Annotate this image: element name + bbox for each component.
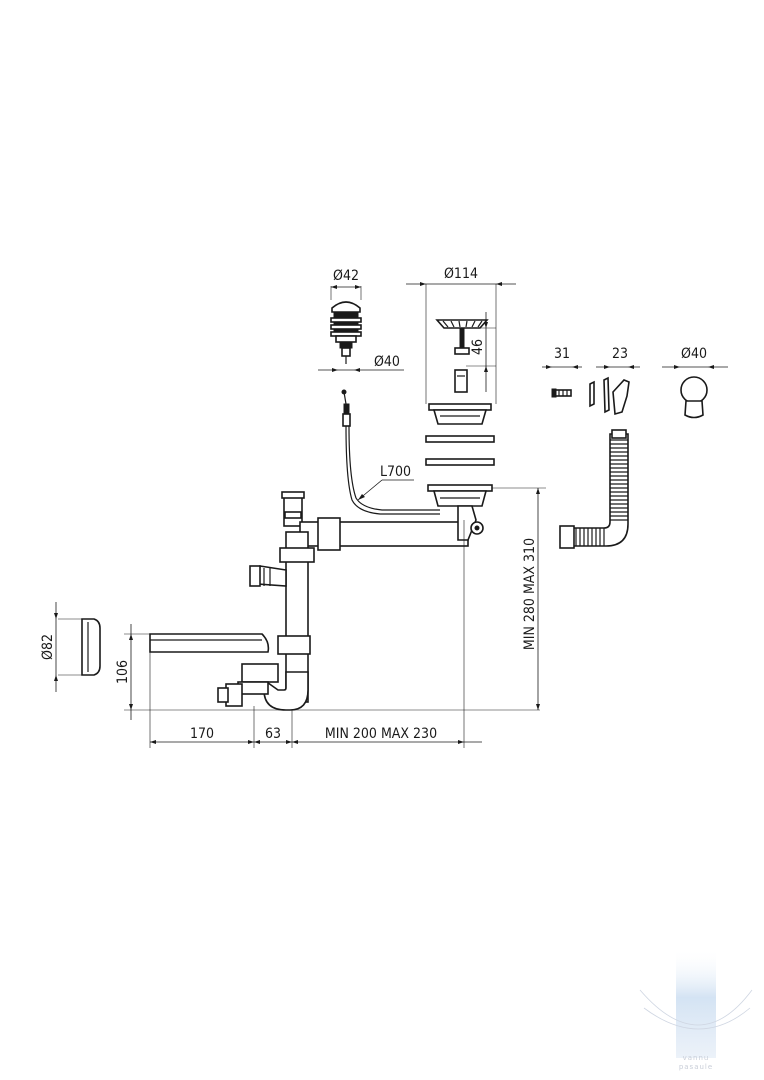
flex-hose-part — [559, 429, 629, 549]
overflow-plug-part — [330, 301, 362, 364]
dimension-cable-length: L700 — [357, 464, 414, 501]
watermark-line2: pasaule — [679, 1063, 713, 1071]
overflow-plug-diameter-label: Ø42 — [333, 268, 359, 284]
horizontal-length-label: 170 — [190, 726, 214, 742]
wall-cap-part — [81, 618, 101, 676]
strainer-basket-part — [425, 319, 495, 515]
remote-cable-part — [341, 389, 440, 515]
dimension-overflow-plug-diameter: Ø42 — [330, 268, 362, 300]
height-range-label: MIN 280 MAX 310 — [522, 538, 538, 650]
dimension-overflow-body-diameter: Ø40 — [318, 354, 404, 372]
watermark-line1: vannu — [683, 1054, 710, 1062]
clip-width-label: 23 — [612, 346, 628, 362]
dimension-clip-width: 23 — [596, 346, 640, 369]
screw-length-label: 31 — [554, 346, 570, 362]
dimension-outlet-height: 106 — [115, 624, 540, 720]
cap-diameter-label: Ø82 — [40, 634, 56, 660]
outlet-height-label: 106 — [115, 660, 131, 684]
strainer-diameter-label: Ø114 — [444, 266, 478, 282]
clip-part — [589, 376, 630, 416]
vannu-pasaule-watermark: vannu pasaule — [639, 948, 753, 1071]
strainer-depth-label: 46 — [470, 339, 486, 355]
dimension-horizontal: 170 63 MIN 200 MAX 230 — [149, 520, 482, 748]
overflow-body-diameter-label: Ø40 — [374, 354, 400, 370]
overflow-cap-diameter-label: Ø40 — [681, 346, 707, 362]
trap-offset-label: 63 — [265, 726, 281, 742]
dimension-overflow-cap-diameter: Ø40 — [662, 346, 728, 369]
cable-length-label: L700 — [380, 464, 411, 480]
dimension-strainer-depth: 46 — [466, 312, 496, 392]
dimension-screw-length: 31 — [542, 346, 582, 369]
dimension-height-range: MIN 280 MAX 310 — [492, 487, 546, 710]
horizontal-range-label: MIN 200 MAX 230 — [325, 726, 437, 742]
dimension-cap-diameter: Ø82 — [40, 602, 82, 692]
dimension-strainer-diameter: Ø114 — [406, 266, 516, 404]
siphon-assembly-part — [149, 491, 484, 711]
screw-part — [551, 388, 572, 398]
overflow-cap-part — [680, 376, 708, 419]
